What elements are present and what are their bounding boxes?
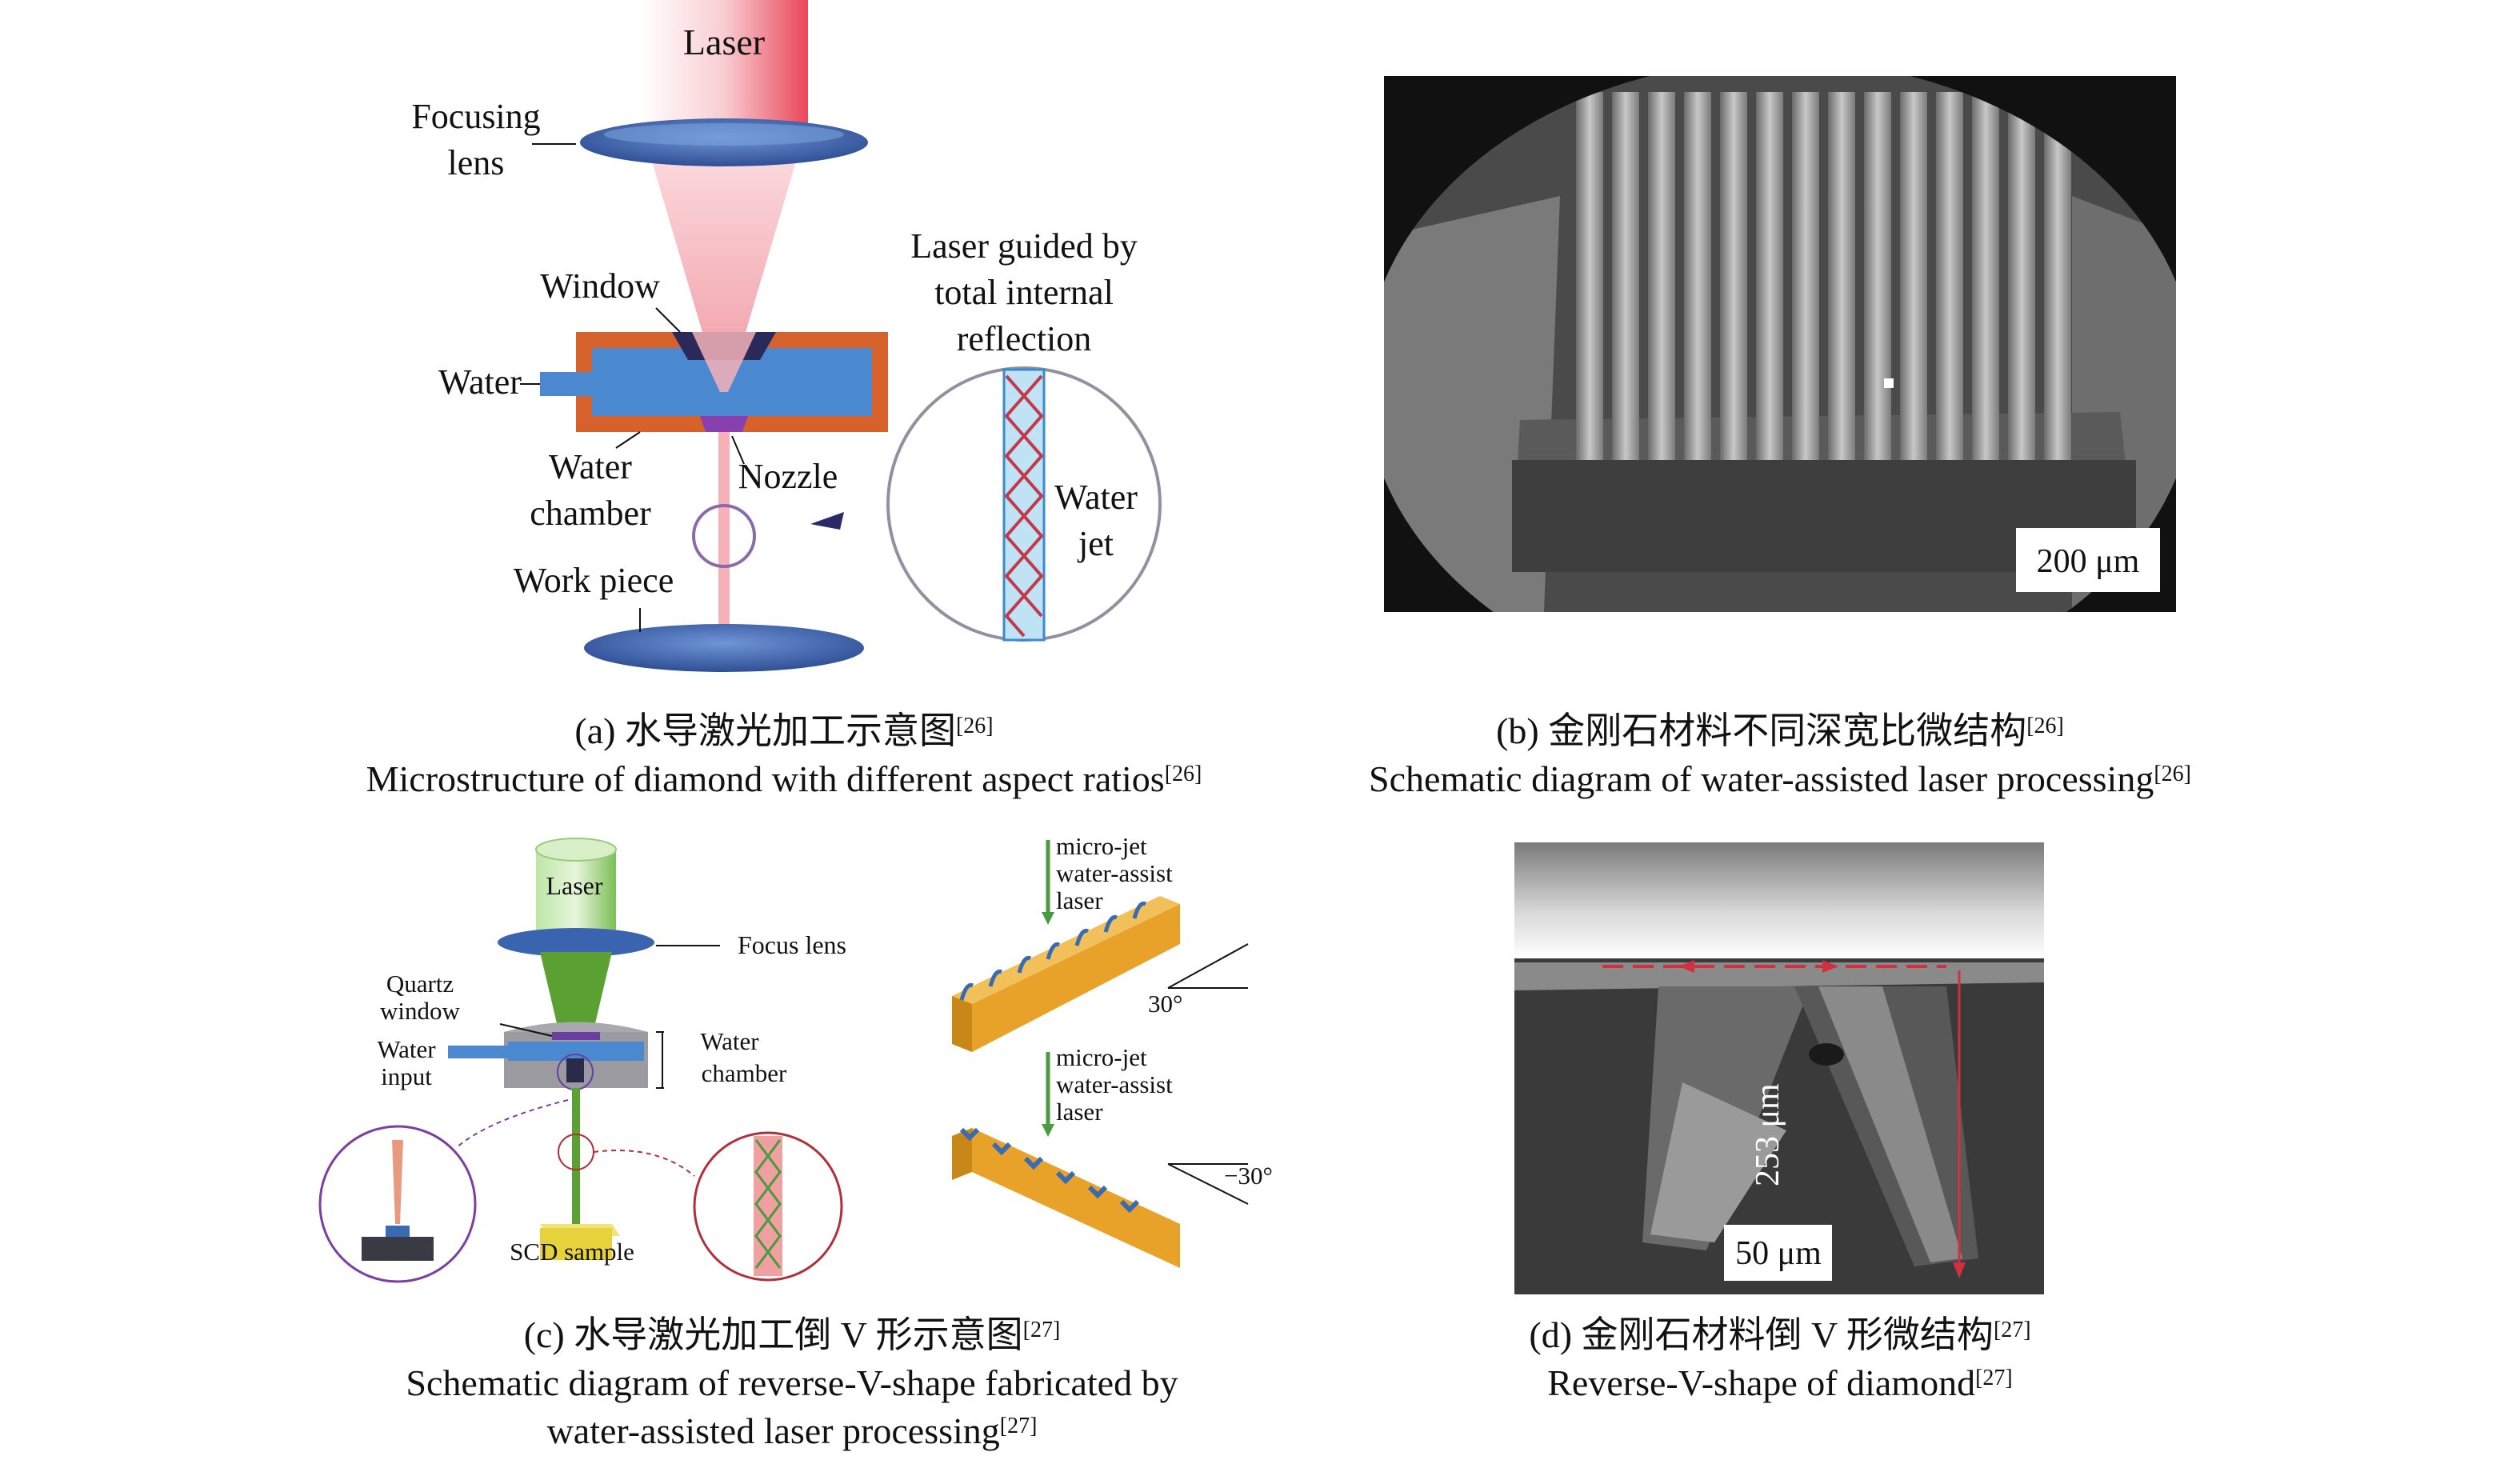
- label-laser: Laser: [683, 22, 765, 62]
- c-label-angle-top: 30°: [1148, 990, 1182, 1018]
- c-label-microjet-bot-3: laser: [1056, 1098, 1103, 1126]
- label-focusing: Focusing: [411, 97, 540, 136]
- label-window: Window: [540, 266, 660, 306]
- c-label-quartz-1: Quartz: [386, 970, 454, 998]
- caption-a-en: Microstructure of diamond with different…: [366, 758, 1202, 799]
- caption-b-cn: (b) 金刚石材料不同深宽比微结构[26]: [1496, 710, 2064, 751]
- c-label-microjet-bot-2: water-assist: [1056, 1070, 1173, 1098]
- scale-bar-d: 50 μm: [1735, 1235, 1822, 1272]
- panel-c-figure: Laser Focus lens Quartz window Water inp…: [312, 832, 1304, 1296]
- water-inlet-pipe: [540, 372, 596, 396]
- water-jet-column: [718, 432, 730, 656]
- c-laser-cone: [540, 952, 612, 1088]
- work-piece: [584, 624, 864, 672]
- c-label-microjet-top-2: water-assist: [1056, 859, 1173, 887]
- label-guided-2: total internal: [934, 273, 1114, 312]
- label-work-piece: Work piece: [514, 561, 674, 600]
- label-water-chamber-1: Water: [549, 447, 632, 486]
- caption-c-cn: (c) 水导激光加工倒 V 形示意图[27]: [523, 1314, 1061, 1355]
- zoom-arrow: [810, 512, 844, 530]
- label-water-chamber-2: chamber: [530, 494, 651, 533]
- panel-d-sem-image: 253 μm 50 μm: [1514, 842, 2044, 1294]
- c-label-water-input-2: input: [381, 1062, 432, 1090]
- caption-d-cn: (d) 金刚石材料倒 V 形微结构[27]: [1529, 1314, 2031, 1355]
- caption-a-cn: (a) 水导激光加工示意图[26]: [574, 710, 994, 751]
- label-jet-1: Water: [1054, 478, 1138, 517]
- label-jet-2: jet: [1077, 524, 1114, 563]
- c-label-focus-lens: Focus lens: [738, 930, 846, 959]
- c-label-microjet-top-3: laser: [1056, 886, 1103, 914]
- scale-bar-b: 200 μm: [2037, 543, 2140, 580]
- c-label-water-chamber-1: Water: [700, 1027, 759, 1055]
- c-label-water-input-1: Water: [377, 1035, 436, 1063]
- label-guided-3: reflection: [957, 319, 1092, 358]
- label-water: Water: [438, 362, 522, 402]
- scale-bar-box-b: [2016, 528, 2160, 592]
- c-label-quartz-2: window: [380, 997, 461, 1025]
- panel-c-svg: Laser Focus lens Quartz window Water inp…: [318, 832, 1273, 1283]
- c-focus-lens: [498, 928, 654, 957]
- caption-d-en: Reverse-V-shape of diamond[27]: [1547, 1362, 2013, 1403]
- c-label-angle-bottom: −30°: [1224, 1162, 1273, 1190]
- c-bar-top: [952, 896, 1180, 1052]
- panel-a-svg: Laser Focusing lens Window Water Water c…: [411, 0, 1162, 672]
- panel-d-svg: 253 μm 50 μm: [1514, 842, 2044, 1294]
- label-lens: lens: [448, 143, 505, 182]
- caption-c-en-1: Schematic diagram of reverse-V-shape fab…: [406, 1362, 1178, 1403]
- label-nozzle: Nozzle: [738, 457, 838, 496]
- panel-b-sem-image: 200 μm: [1384, 76, 2176, 612]
- sem-fins: [1576, 92, 2071, 468]
- laser-cone: [648, 148, 800, 392]
- c-quartz-window: [552, 1032, 600, 1040]
- panel-a-figure: Laser Focusing lens Window Water Water c…: [384, 0, 1184, 696]
- label-guided-1: Laser guided by: [910, 226, 1137, 266]
- c-label-microjet-top-1: micro-jet: [1056, 832, 1147, 860]
- c-label-scd-sample: SCD sample: [510, 1238, 634, 1266]
- caption-b-en: Schematic diagram of water-assisted lase…: [1369, 758, 2191, 799]
- c-label-water-chamber-2: chamber: [702, 1059, 787, 1087]
- c-label-laser: Laser: [546, 871, 602, 900]
- c-label-microjet-bot-1: micro-jet: [1056, 1043, 1147, 1071]
- nozzle-element: [700, 416, 748, 432]
- c-reflection-zigzag: [754, 1139, 782, 1269]
- c-bar-bottom: [952, 1127, 1180, 1268]
- jet-inspect-circle: [692, 504, 756, 568]
- reflection-zigzag: [1004, 374, 1044, 638]
- panel-b-svg: 200 μm: [1384, 76, 2176, 612]
- depth-label-d: 253 μm: [1750, 1083, 1786, 1186]
- c-water-input-pipe: [448, 1046, 512, 1058]
- caption-c-en-2: water-assisted laser processing[27]: [546, 1410, 1038, 1451]
- scale-bar-box-d: [1724, 1225, 1832, 1281]
